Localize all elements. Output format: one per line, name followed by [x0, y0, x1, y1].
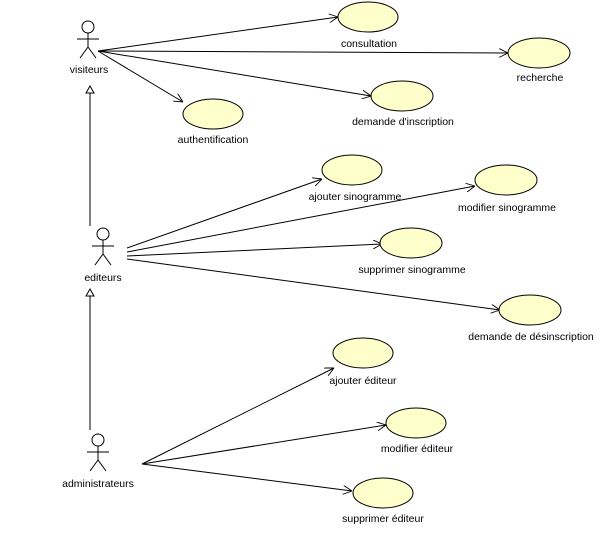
usecase-demande-inscription[interactable]: demande d'inscription [352, 80, 454, 128]
actor-figure-icon [87, 433, 109, 472]
usecase-label: consultation [341, 38, 397, 50]
association-visiteurs-authentification [97, 50, 183, 102]
usecase-label: demande d'inscription [352, 116, 454, 128]
usecase-label: recherche [517, 72, 564, 84]
association-administrateurs-supprimer-editeur [141, 463, 352, 491]
association-editeurs-supprimer-sinogramme [126, 244, 382, 257]
actor-figure-icon [92, 227, 114, 266]
association-visiteurs-recherche [97, 51, 508, 53]
usecase-recherche[interactable]: recherche [507, 37, 571, 84]
association-administrateurs-ajouter-editeur [141, 368, 334, 465]
usecase-ajouter-sinogramme[interactable]: ajouter sinogramme [309, 154, 402, 203]
usecase-supprimer-sinogramme[interactable]: supprimer sinogramme [358, 227, 466, 276]
usecase-label: modifier sinogramme [458, 202, 556, 214]
usecase-label: supprimer sinogramme [358, 264, 466, 276]
usecase-ajouter-editeur[interactable]: ajouter éditeur [329, 337, 397, 387]
generalization-administrateurs-editeurs [85, 287, 95, 430]
usecase-label: ajouter sinogramme [309, 191, 402, 203]
usecase-label: supprimer éditeur [342, 513, 424, 525]
actor-label: editeurs [84, 272, 121, 284]
association-visiteurs-demande-inscription [97, 50, 371, 96]
actor-administrateurs[interactable]: administrateurs [62, 433, 134, 490]
generalization-editeurs-visiteurs [85, 84, 95, 226]
usecase-demande-desinscription[interactable]: demande de désinscription [468, 294, 594, 343]
actor-label: administrateurs [62, 478, 134, 490]
association-visiteurs-consultation [97, 17, 338, 52]
associations [97, 17, 508, 491]
usecase-modifier-editeur[interactable]: modifier éditeur [381, 407, 454, 455]
usecase-authentification[interactable]: authentification [178, 98, 249, 146]
actor-editeurs[interactable]: editeurs [84, 227, 122, 284]
association-editeurs-ajouter-sinogramme [126, 179, 322, 249]
usecase-label: demande de désinscription [468, 331, 594, 343]
usecase-label: modifier éditeur [381, 443, 454, 455]
actor-label: visiteurs [70, 64, 109, 76]
association-editeurs-demande-desinscription [126, 258, 500, 310]
actor-figure-icon [77, 20, 99, 59]
usecase-label: authentification [178, 134, 249, 146]
actor-visiteurs[interactable]: visiteurs [70, 20, 109, 76]
association-administrateurs-modifier-editeur [141, 425, 386, 465]
usecase-consultation[interactable]: consultation [337, 1, 399, 50]
usecase-modifier-sinogramme[interactable]: modifier sinogramme [458, 164, 556, 214]
usecase-supprimer-editeur[interactable]: supprimer éditeur [342, 477, 424, 525]
association-editeurs-modifier-sinogramme [126, 186, 475, 253]
usecase-label: ajouter éditeur [329, 375, 397, 387]
